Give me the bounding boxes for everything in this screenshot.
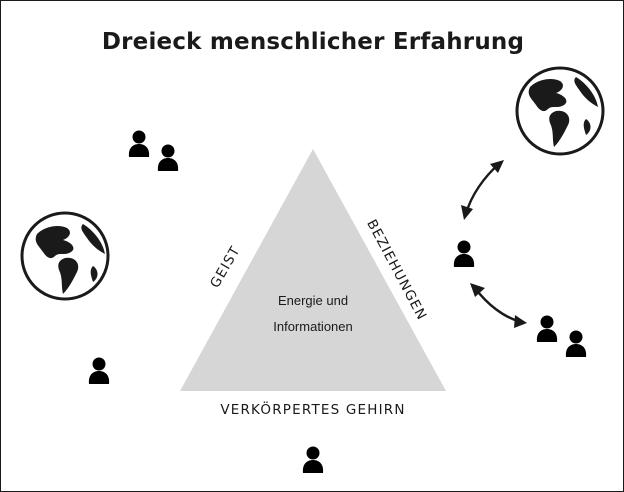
person-icon <box>157 144 179 171</box>
side-label-bottom: VERKÖRPERTES GEHIRN <box>220 400 405 418</box>
center-label-line1: Energie und <box>278 293 348 308</box>
person-icon <box>453 240 475 267</box>
experience-triangle <box>180 149 446 391</box>
center-label-line2: Informationen <box>273 319 353 334</box>
double-arrow-icon <box>470 283 527 328</box>
side-label-left: GEIST <box>207 243 244 291</box>
person-icon <box>565 330 587 357</box>
globe-icon <box>20 211 110 301</box>
person-icon <box>536 315 558 342</box>
person-icon <box>128 130 150 157</box>
globe-icon <box>515 66 605 156</box>
diagram-title: Dreieck menschlicher Erfahrung <box>101 29 525 55</box>
person-icon <box>88 357 110 384</box>
person-icon <box>302 446 324 473</box>
double-arrow-icon <box>461 160 504 220</box>
